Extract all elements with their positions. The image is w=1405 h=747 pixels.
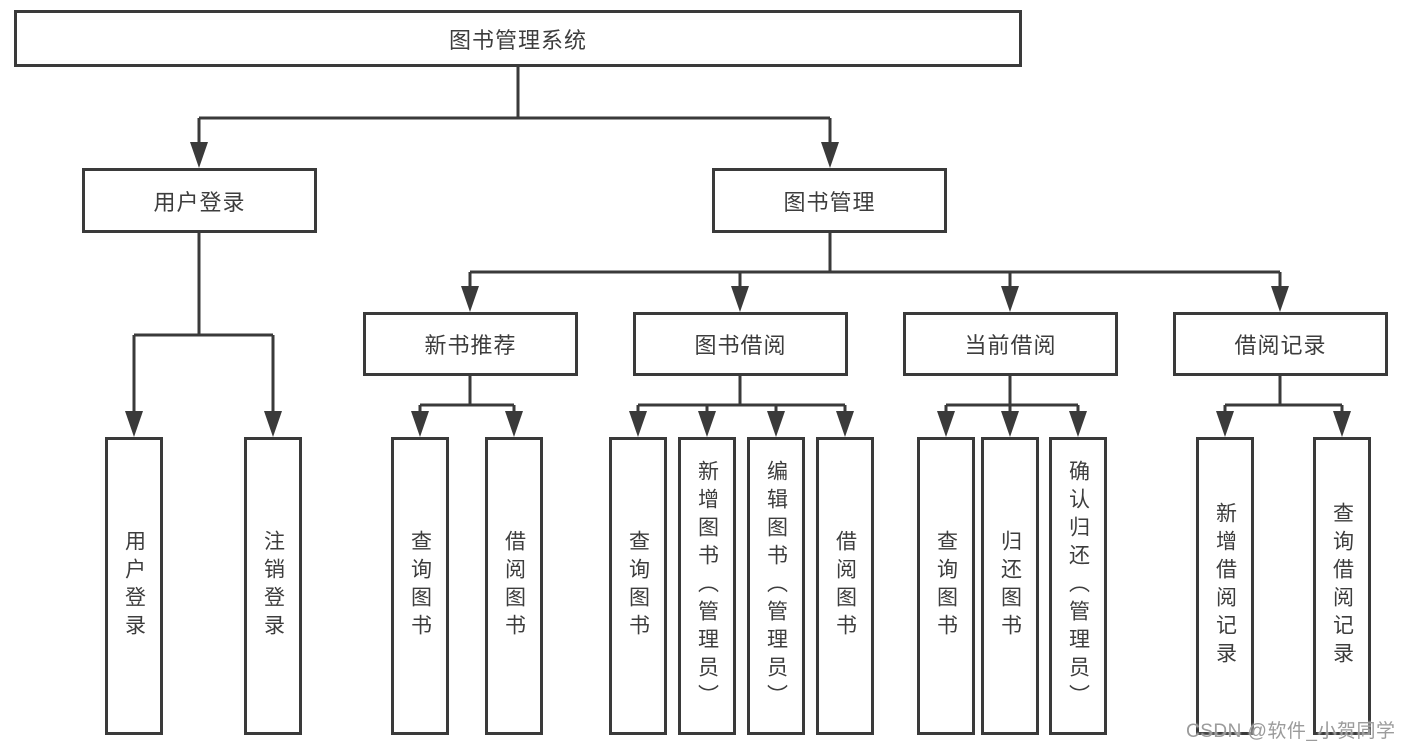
node-new-book-recommend: 新书推荐 — [363, 312, 578, 376]
arrow-down-icon — [264, 411, 282, 437]
node-book-borrow: 图书借阅 — [633, 312, 848, 376]
leaf-borrow-books-recommend: 借阅图书 — [485, 437, 543, 735]
arrow-down-icon — [1069, 411, 1087, 437]
leaf-return-books: 归还图书 — [981, 437, 1039, 735]
arrow-down-icon — [1001, 411, 1019, 437]
leaf-add-book-admin: 新增图书（管理员） — [678, 437, 736, 735]
arrow-down-icon — [698, 411, 716, 437]
arrow-down-icon — [1333, 411, 1351, 437]
arrow-down-icon — [1216, 411, 1234, 437]
leaf-add-borrow-record: 新增借阅记录 — [1196, 437, 1254, 735]
leaf-edit-book-admin: 编辑图书（管理员） — [747, 437, 805, 735]
arrow-down-icon — [937, 411, 955, 437]
arrow-down-icon — [125, 411, 143, 437]
arrow-down-icon — [1001, 286, 1019, 312]
leaf-confirm-return-admin: 确认归还（管理员） — [1049, 437, 1107, 735]
node-book-management-system: 图书管理系统 — [14, 10, 1022, 67]
arrow-down-icon — [190, 142, 208, 168]
arrow-down-icon — [731, 286, 749, 312]
leaf-user-login: 用户登录 — [105, 437, 163, 735]
leaf-query-books-current: 查询图书 — [917, 437, 975, 735]
arrow-down-icon — [629, 411, 647, 437]
arrow-down-icon — [505, 411, 523, 437]
leaf-query-borrow-record: 查询借阅记录 — [1313, 437, 1371, 735]
node-book-management: 图书管理 — [712, 168, 947, 233]
arrow-down-icon — [411, 411, 429, 437]
arrow-down-icon — [767, 411, 785, 437]
arrow-down-icon — [461, 286, 479, 312]
node-borrow-records: 借阅记录 — [1173, 312, 1388, 376]
csdn-watermark: CSDN @软件_小贺同学 — [1186, 721, 1396, 742]
node-user-login: 用户登录 — [82, 168, 317, 233]
leaf-borrow-books: 借阅图书 — [816, 437, 874, 735]
arrow-down-icon — [836, 411, 854, 437]
arrow-down-icon — [821, 142, 839, 168]
leaf-query-books-borrow: 查询图书 — [609, 437, 667, 735]
leaf-logout: 注销登录 — [244, 437, 302, 735]
arrow-down-icon — [1271, 286, 1289, 312]
leaf-query-books-recommend: 查询图书 — [391, 437, 449, 735]
node-current-borrow: 当前借阅 — [903, 312, 1118, 376]
